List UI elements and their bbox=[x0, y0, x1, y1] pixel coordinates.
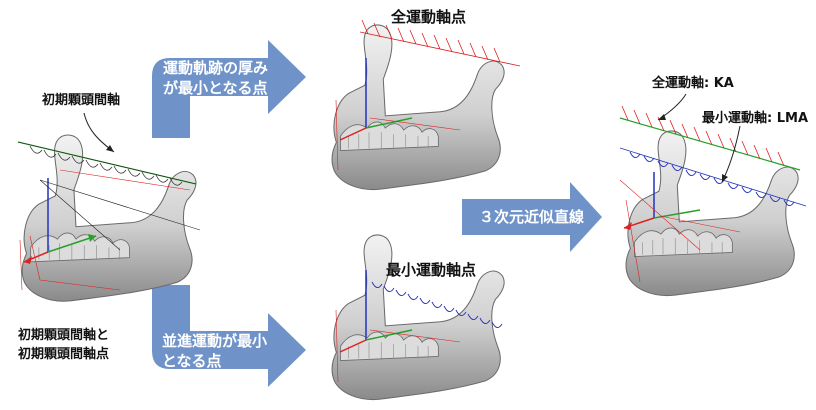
arrow-right-text: ３次元近似直線 bbox=[479, 207, 584, 227]
label-min-motion-point: 最小運動軸点 bbox=[386, 259, 476, 280]
arrow-top-text-1: 運動軌跡の厚み bbox=[163, 58, 268, 78]
arrow-bottom-text-1: 並進運動が最小 bbox=[162, 331, 267, 351]
arrow-bottom-text-2: となる点 bbox=[162, 351, 222, 371]
label-lma: 最小運動軸: LMA bbox=[702, 107, 808, 126]
label-initial-axis-point-2: 初期顆頭間軸点 bbox=[18, 343, 109, 362]
label-ka: 全運動軸: KA bbox=[652, 72, 734, 91]
pointer-lma bbox=[722, 126, 740, 182]
label-full-motion-point: 全運動軸点 bbox=[391, 6, 466, 27]
arrow-top-text-2: が最小となる点 bbox=[163, 78, 268, 98]
mandible-final bbox=[626, 131, 798, 296]
mandible-full-motion bbox=[332, 25, 504, 190]
label-initial-axis: 初期顆頭間軸 bbox=[42, 89, 120, 108]
label-initial-axis-point-1: 初期顆頭間軸と bbox=[18, 324, 109, 343]
